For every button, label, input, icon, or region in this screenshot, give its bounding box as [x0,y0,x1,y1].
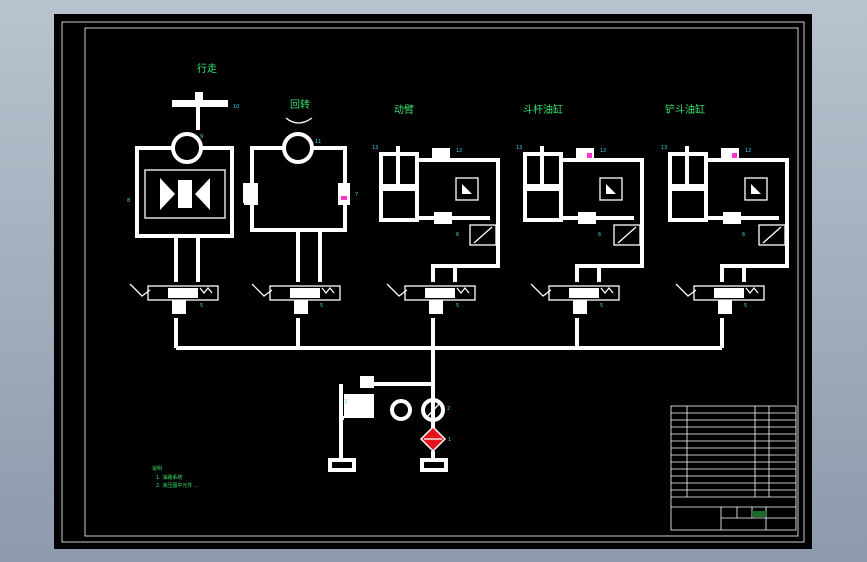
control-valve-3 [386,283,476,314]
notes-title: 说明 [152,465,162,472]
num-6c: 6 [742,232,745,238]
title-block [670,405,797,531]
num-v5c: 5 [456,303,459,309]
num-10: 10 [233,104,239,110]
bucket-cylinder-circuit [668,146,789,282]
num-v5a: 5 [200,303,203,309]
main-pipeline [174,318,724,428]
num-11: 11 [315,139,321,145]
num-12b: 12 [600,148,606,154]
tank-left [328,458,356,472]
hydraulic-pump [421,398,445,422]
num-9: 9 [200,134,203,140]
technical-notes: 说明 1. 油路系统 2. 液压图中元件 ... [152,465,199,489]
control-valve-2 [251,283,341,314]
inner-frame [84,27,799,537]
rotate-circuit [244,117,350,282]
num-13c: 13 [661,145,667,151]
outer-frame [61,21,805,543]
num-v5d: 5 [600,303,603,309]
control-valve-5 [675,283,765,314]
arm-cylinder-circuit [379,146,500,282]
pump-group [328,376,448,472]
num-8: 8 [127,198,130,204]
num-v5b: 5 [320,303,323,309]
relief-valve [360,376,374,388]
num-6b: 6 [598,232,601,238]
travel-motor-top [172,100,228,107]
motor-m [390,399,412,421]
label-bucket: 铲斗油缸 [665,103,705,116]
label-bucket-rod: 斗杆油缸 [523,103,563,116]
num-2: 2 [447,406,450,412]
num-7: 7 [355,192,358,198]
num-12c: 12 [745,148,751,154]
num-1: 1 [448,437,451,443]
num-6a: 6 [456,232,459,238]
control-valve-1 [129,283,219,314]
notes-line-1: 1. 油路系统 [156,474,182,481]
label-arm: 动臂 [394,103,414,116]
num-12a: 12 [456,148,462,154]
num-3: 3 [344,399,347,405]
num-13a: 13 [372,145,378,151]
label-travel: 行走 [197,62,217,75]
notes-line-2: 2. 液压图中元件 ... [156,482,199,489]
control-valve-4 [530,283,620,314]
num-13b: 13 [516,145,522,151]
bucket-rod-cylinder-circuit [523,146,644,282]
tank-right [420,458,448,472]
num-v5e: 5 [744,303,747,309]
label-rotate: 回转 [290,98,310,111]
